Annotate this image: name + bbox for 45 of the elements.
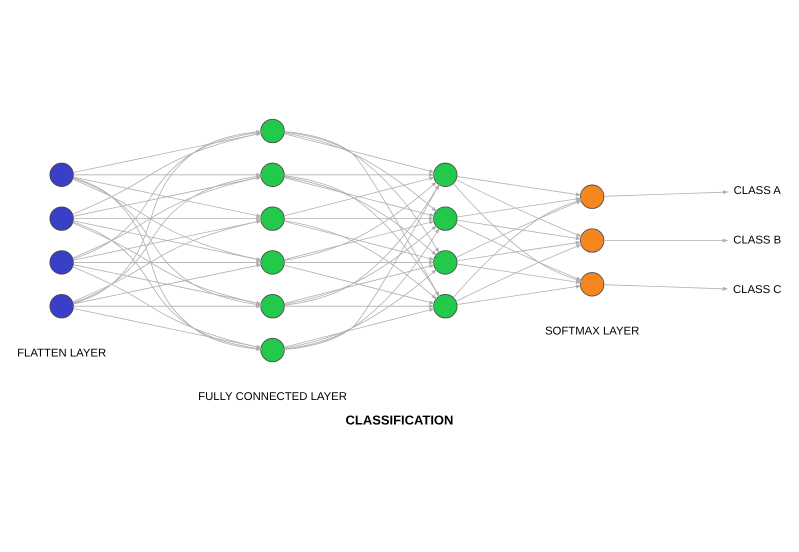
label: FULLY CONNECTED LAYER (198, 391, 347, 404)
node-circle (433, 294, 458, 318)
node-circle (50, 162, 74, 187)
node-circle (580, 228, 604, 253)
arrow (604, 284, 728, 291)
node-circle (260, 118, 285, 144)
node-circle (50, 294, 74, 318)
arrow (456, 240, 582, 262)
node-circle (580, 184, 604, 209)
label: FLATTEN LAYER (17, 347, 106, 360)
arrow (73, 308, 262, 349)
node-circle (433, 162, 458, 187)
arrow (73, 132, 262, 173)
node-circle (260, 294, 285, 318)
node-circle (50, 250, 74, 275)
arrow (456, 284, 582, 305)
arrow (73, 304, 262, 308)
arrow (284, 269, 438, 349)
node-circle (580, 272, 604, 296)
arrow (284, 172, 435, 177)
node-circle (260, 162, 285, 187)
node-circle (260, 206, 285, 231)
arrow (73, 216, 262, 221)
node-circle (433, 250, 458, 275)
node-circle (260, 250, 285, 275)
arrow (604, 190, 729, 197)
arrow (284, 308, 435, 348)
arrow (284, 220, 435, 260)
node-text: CLASS C (732, 284, 782, 296)
node-circle (260, 338, 285, 362)
node-circle (433, 206, 458, 231)
node-text: CLASS B (733, 234, 782, 247)
arrow (73, 260, 262, 264)
arrow (284, 260, 435, 264)
arrow (284, 132, 438, 212)
node-text: CLASS A (734, 185, 781, 198)
arrow (456, 220, 582, 240)
label: SOFTMAX LAYER (544, 325, 640, 338)
node-circle (50, 206, 74, 231)
caption: CLASSIFICATION (346, 412, 454, 428)
arrow (284, 216, 435, 221)
arrow (284, 133, 435, 173)
arrow (456, 176, 582, 196)
arrow (284, 304, 435, 308)
arrow (604, 238, 728, 242)
